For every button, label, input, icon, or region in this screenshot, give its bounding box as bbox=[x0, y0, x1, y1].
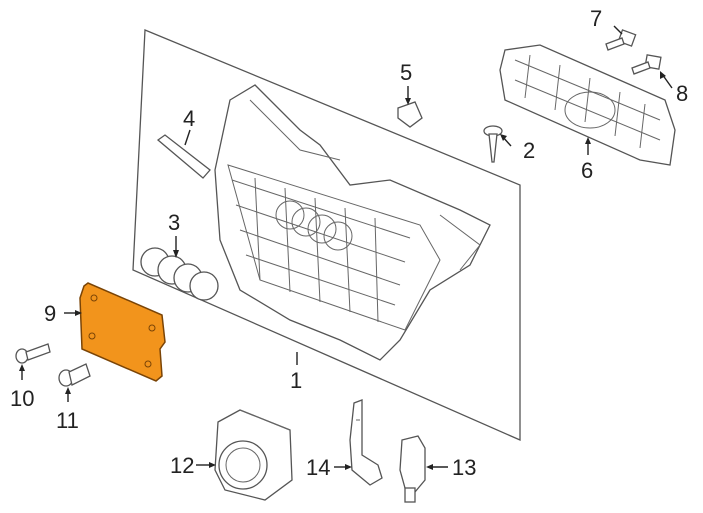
emblem-rings bbox=[140, 247, 219, 301]
callout-14: 14 bbox=[306, 455, 330, 480]
sensor-bracket bbox=[349, 399, 383, 486]
callout-13: 13 bbox=[452, 455, 476, 480]
sensor-unit bbox=[214, 409, 293, 501]
callout-8: 8 bbox=[676, 81, 688, 106]
connector bbox=[399, 435, 426, 503]
callout-4: 4 bbox=[183, 106, 195, 131]
bolt-8 bbox=[631, 54, 662, 75]
callout-5: 5 bbox=[400, 60, 412, 85]
leader-lines bbox=[19, 25, 673, 470]
screw bbox=[483, 125, 503, 163]
callout-9: 9 bbox=[44, 301, 56, 326]
bracket bbox=[499, 44, 676, 166]
push-clip bbox=[58, 363, 91, 387]
callout-6: 6 bbox=[581, 158, 593, 183]
grille-assembly bbox=[214, 84, 491, 361]
trim-strip bbox=[156, 134, 211, 179]
callout-1: 1 bbox=[290, 368, 302, 393]
screw-10 bbox=[15, 343, 51, 364]
callout-10: 10 bbox=[10, 386, 34, 411]
callout-3: 3 bbox=[168, 210, 180, 235]
callout-2: 2 bbox=[523, 138, 535, 163]
license-plate-bracket bbox=[79, 282, 166, 382]
callout-12: 12 bbox=[170, 453, 194, 478]
callout-11: 11 bbox=[56, 408, 79, 433]
bolt-7 bbox=[605, 29, 637, 51]
clip bbox=[397, 101, 423, 128]
callout-7: 7 bbox=[590, 6, 602, 31]
callout-labels: 1 2 3 4 5 6 7 8 9 10 11 12 13 14 bbox=[10, 6, 688, 480]
